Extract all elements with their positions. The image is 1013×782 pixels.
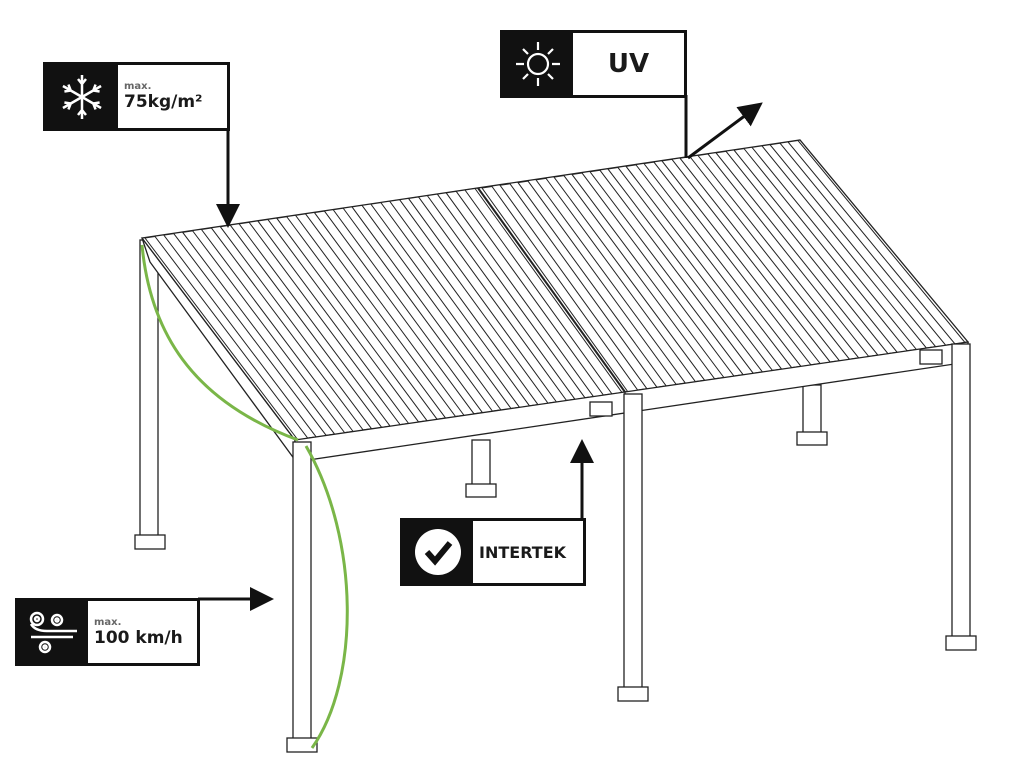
post-foot (945, 635, 977, 651)
wind-value: 100 km/h (94, 627, 183, 648)
wind-icon (18, 601, 88, 663)
snow-caption: max. (124, 81, 152, 92)
post-foot (465, 483, 497, 498)
snowflake-icon (46, 65, 118, 128)
snow-load-badge: max. 75kg/m² (43, 62, 230, 131)
intertek-badge: INTERTEK (400, 518, 586, 586)
front-right-post (951, 343, 971, 641)
sun-icon (503, 33, 573, 95)
motor-box (589, 401, 613, 417)
motor-box (919, 349, 943, 365)
post-foot (796, 431, 828, 446)
uv-arrow (687, 102, 763, 160)
uv-label: UV (607, 49, 650, 79)
wind-deflection-curve (140, 244, 299, 442)
wind-deflection-curve (304, 445, 349, 749)
post-foot (617, 686, 649, 702)
back-right-post (802, 384, 822, 438)
snow-value: 75kg/m² (124, 92, 203, 112)
intertek-label: INTERTEK (479, 542, 567, 562)
wind-caption: max. (94, 616, 122, 628)
front-middle-post (623, 393, 643, 693)
wind-badge: max. 100 km/h (15, 598, 200, 666)
front-left-post (292, 441, 312, 743)
post-foot (134, 534, 166, 550)
uv-badge: UV (500, 30, 687, 98)
checkmark-circle-icon (403, 521, 473, 583)
post-foot (286, 737, 318, 753)
